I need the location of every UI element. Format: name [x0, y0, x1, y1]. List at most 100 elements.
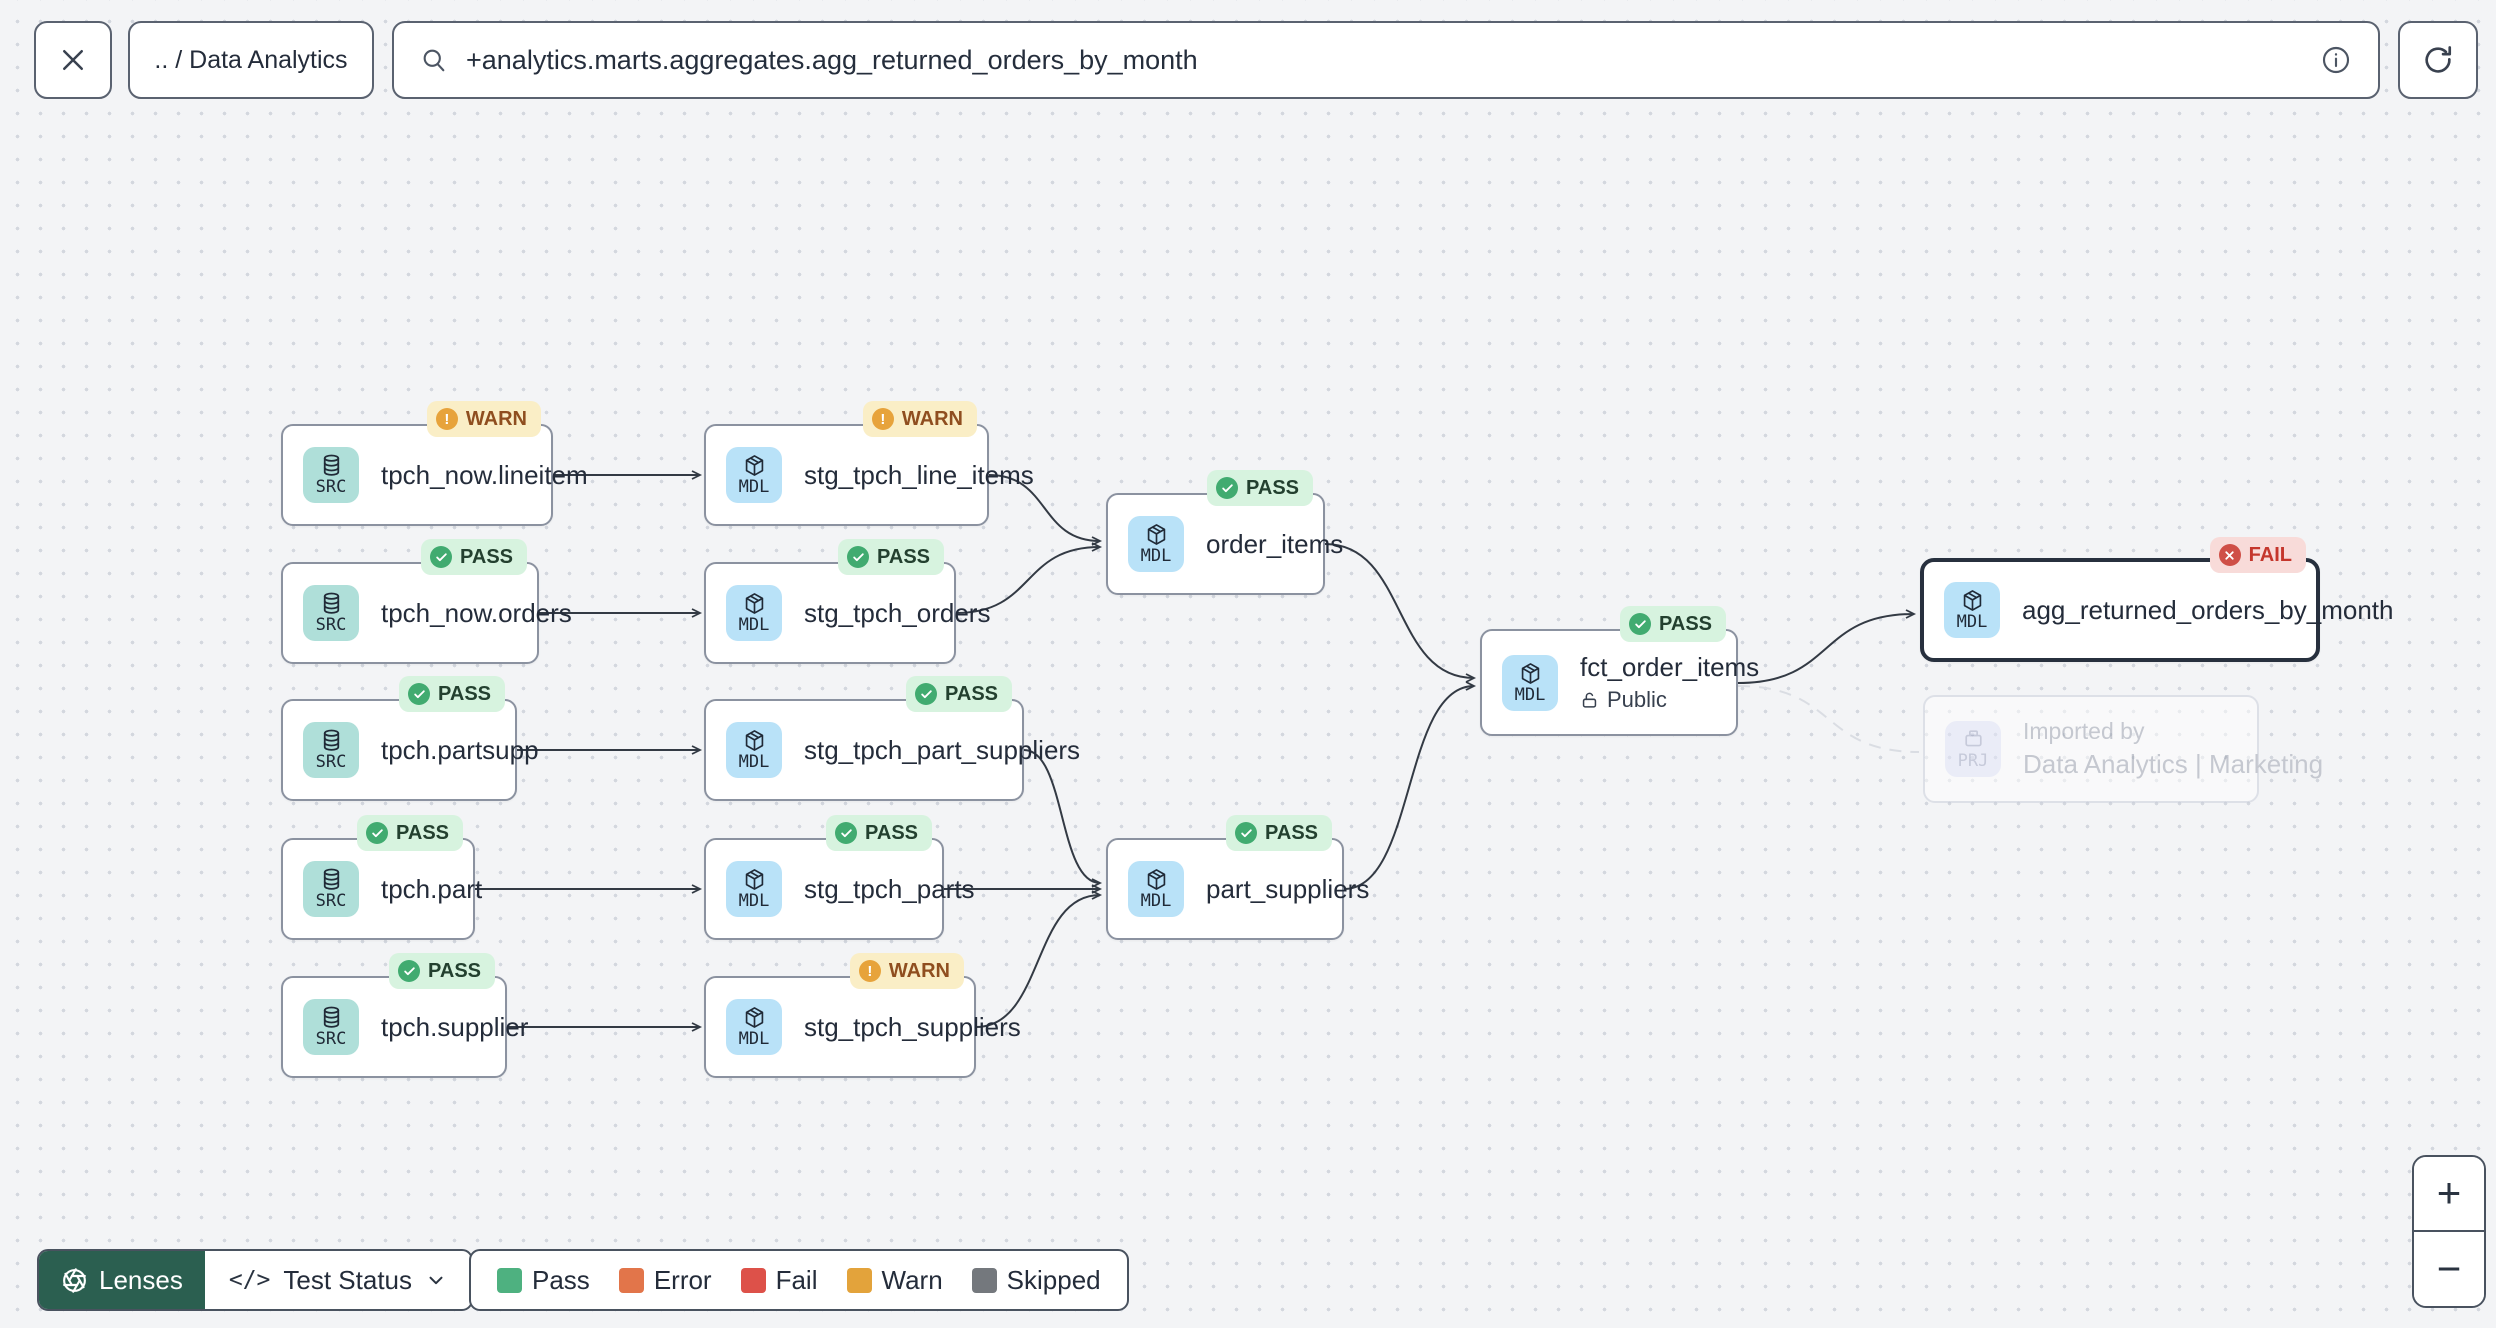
cube-icon: MDL	[726, 447, 782, 503]
legend-swatch	[846, 1267, 872, 1293]
status-badge: PASS	[389, 953, 495, 989]
search-input[interactable]: +analytics.marts.aggregates.agg_returned…	[466, 44, 1198, 75]
status-badge: PASS	[357, 815, 463, 851]
status-badge-label: WARN	[901, 407, 963, 430]
status-badge-label: FAIL	[2248, 543, 2292, 566]
lens-selector[interactable]: </> Test Status	[205, 1251, 471, 1309]
status-badge: PASS	[421, 539, 527, 575]
legend-label: Warn	[881, 1264, 943, 1295]
lineage-edge	[1737, 609, 1917, 684]
status-badge: !WARN	[862, 401, 977, 437]
legend-swatch	[740, 1267, 766, 1293]
node-tpch.supplier[interactable]: PASS SRC tpch.supplier	[281, 953, 528, 1078]
refresh-button[interactable]	[2398, 21, 2478, 99]
legend-swatch	[497, 1267, 522, 1293]
node-label-group: tpch_now.lineitem	[381, 460, 588, 491]
node-type-label: PRJ	[1957, 751, 1989, 771]
close-button[interactable]	[34, 21, 112, 99]
node-stg_tpch_line_items[interactable]: !WARN MDL stg_tpch_line_items	[704, 401, 1034, 526]
node-label-group: tpch.part	[381, 874, 482, 905]
status-badge: PASS	[906, 676, 1012, 712]
cube-icon: MDL	[726, 722, 782, 778]
exclamation-icon: !	[858, 960, 881, 982]
lenses-button[interactable]: Lenses	[39, 1251, 205, 1309]
legend-item-skipped: Skipped	[971, 1265, 1101, 1296]
status-badge-label: PASS	[460, 545, 513, 568]
zoom-in-button[interactable]: +	[2414, 1157, 2484, 1232]
legend-swatch	[971, 1267, 997, 1293]
node-type-label: MDL	[1514, 684, 1546, 705]
check-icon	[430, 546, 453, 568]
node-label: stg_tpch_orders	[804, 597, 991, 628]
database-icon: SRC	[303, 999, 359, 1055]
node-label: stg_tpch_line_items	[804, 459, 1034, 490]
status-badge: PASS	[1207, 470, 1313, 506]
status-badge: PASS	[838, 539, 944, 575]
lineage-edge	[1324, 543, 1477, 683]
status-badge-label: WARN	[465, 407, 527, 430]
check-icon	[915, 683, 938, 705]
legend-item-warn: Warn	[846, 1264, 943, 1296]
status-badge-label: PASS	[428, 959, 481, 982]
code-icon: </>	[228, 1267, 271, 1293]
breadcrumb[interactable]: .. / Data Analytics	[128, 21, 374, 99]
legend-label: Fail	[775, 1264, 818, 1295]
lineage-edge	[955, 542, 1103, 614]
zoom-controls: + −	[2412, 1155, 2486, 1308]
status-badge-label: PASS	[865, 821, 918, 844]
node-type-label: SRC	[315, 891, 347, 911]
zoom-out-button[interactable]: −	[2414, 1231, 2484, 1306]
status-badge-label: PASS	[877, 545, 930, 568]
search-bar[interactable]: +analytics.marts.aggregates.agg_returned…	[392, 21, 2380, 99]
node-type-label: MDL	[738, 1029, 770, 1049]
exclamation-icon: !	[435, 408, 458, 430]
info-icon[interactable]	[2320, 44, 2352, 76]
node-type-label: MDL	[1956, 612, 1988, 632]
check-icon	[847, 546, 870, 568]
database-icon: SRC	[303, 861, 359, 917]
node-label-group: tpch.supplier	[381, 1012, 528, 1043]
briefcase-icon: PRJ	[1945, 721, 2001, 777]
aperture-icon	[63, 1267, 86, 1293]
node-label-group: order_items	[1206, 529, 1343, 560]
status-badge-label: WARN	[888, 959, 950, 982]
legend-label: Pass	[532, 1264, 590, 1295]
legend-item-error: Error	[618, 1264, 712, 1296]
check-icon	[1216, 477, 1239, 499]
node-label-group: stg_tpch_parts	[804, 873, 975, 905]
check-icon	[1235, 822, 1258, 844]
lineage-edge	[975, 890, 1103, 1028]
cube-icon: MDL	[726, 585, 782, 641]
node-label: stg_tpch_part_suppliers	[804, 734, 1081, 765]
node-label: stg_tpch_parts	[804, 873, 975, 904]
database-icon: SRC	[303, 447, 359, 503]
node-type-label: SRC	[315, 1029, 347, 1049]
status-badge: ! WARN	[849, 953, 964, 989]
cube-icon: MDL	[726, 999, 782, 1055]
lenses-label: Lenses	[99, 1264, 183, 1295]
breadcrumb-label: .. / Data Analytics	[154, 45, 348, 74]
node-tpch_now.lineitem[interactable]: ! WARN SRC tpch_now.lineitem	[281, 401, 588, 526]
node-type-label: MDL	[738, 752, 770, 772]
node-access-row: Public	[1580, 687, 1736, 713]
selected-lens-label: Test Status	[283, 1264, 413, 1295]
node-tpch.part[interactable]: PASS SRC tpch.part	[281, 815, 482, 940]
node-stg_tpch_orders[interactable]: PASS MDL stg_tpch_orders	[704, 539, 991, 664]
legend-label: Error	[653, 1264, 712, 1295]
node-stg_tpch_part_suppliers[interactable]: PASS MDL stg_tpch_part_suppliers	[704, 676, 1081, 801]
cube-icon: MDL	[1502, 654, 1558, 711]
